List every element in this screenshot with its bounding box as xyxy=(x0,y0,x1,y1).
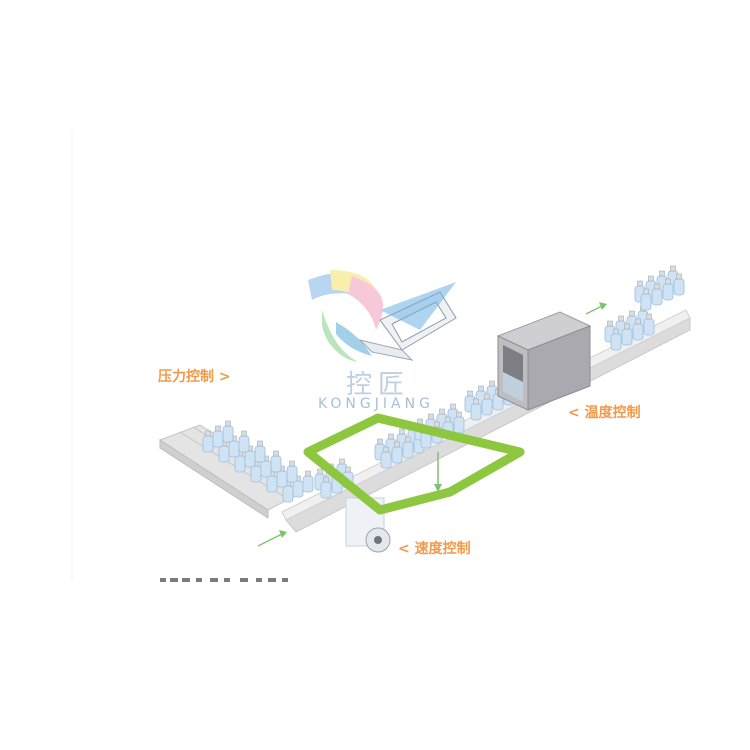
bottle xyxy=(662,278,674,301)
control-frame xyxy=(303,413,525,515)
bottle xyxy=(651,283,663,306)
bottle xyxy=(481,393,493,416)
feed-arrows xyxy=(434,452,442,492)
process-arrows xyxy=(257,302,607,547)
caption-fragment xyxy=(160,578,288,582)
temperature-control-label: < 温度控制 xyxy=(568,405,641,421)
bottle xyxy=(222,420,234,443)
bottle xyxy=(302,470,314,493)
bottle xyxy=(286,460,298,483)
bottle xyxy=(402,436,414,459)
bottle xyxy=(260,455,272,478)
pressure-control-label: 压力控制 > xyxy=(158,369,231,385)
logo-watermark xyxy=(308,270,456,362)
bottle xyxy=(640,288,652,311)
bottle xyxy=(212,425,224,448)
bottle xyxy=(610,328,622,351)
bottle xyxy=(380,446,392,469)
bottle xyxy=(320,476,332,499)
bottle xyxy=(673,273,685,296)
bottle xyxy=(270,450,282,473)
shrink-tunnel xyxy=(496,311,592,411)
watermark-cn: 控匠 xyxy=(346,370,411,400)
bottle xyxy=(266,470,278,493)
bottle xyxy=(238,430,250,453)
infeed-bottles xyxy=(202,420,314,503)
bottle xyxy=(470,398,482,421)
watermark-en: KONGJIANG xyxy=(318,396,434,412)
bottle xyxy=(632,318,644,341)
speed-control-label: < 速度控制 xyxy=(398,541,471,557)
bottle xyxy=(218,440,230,463)
bottle xyxy=(621,323,633,346)
bottle xyxy=(254,440,266,463)
bottle xyxy=(391,441,403,464)
bottle xyxy=(643,313,655,336)
